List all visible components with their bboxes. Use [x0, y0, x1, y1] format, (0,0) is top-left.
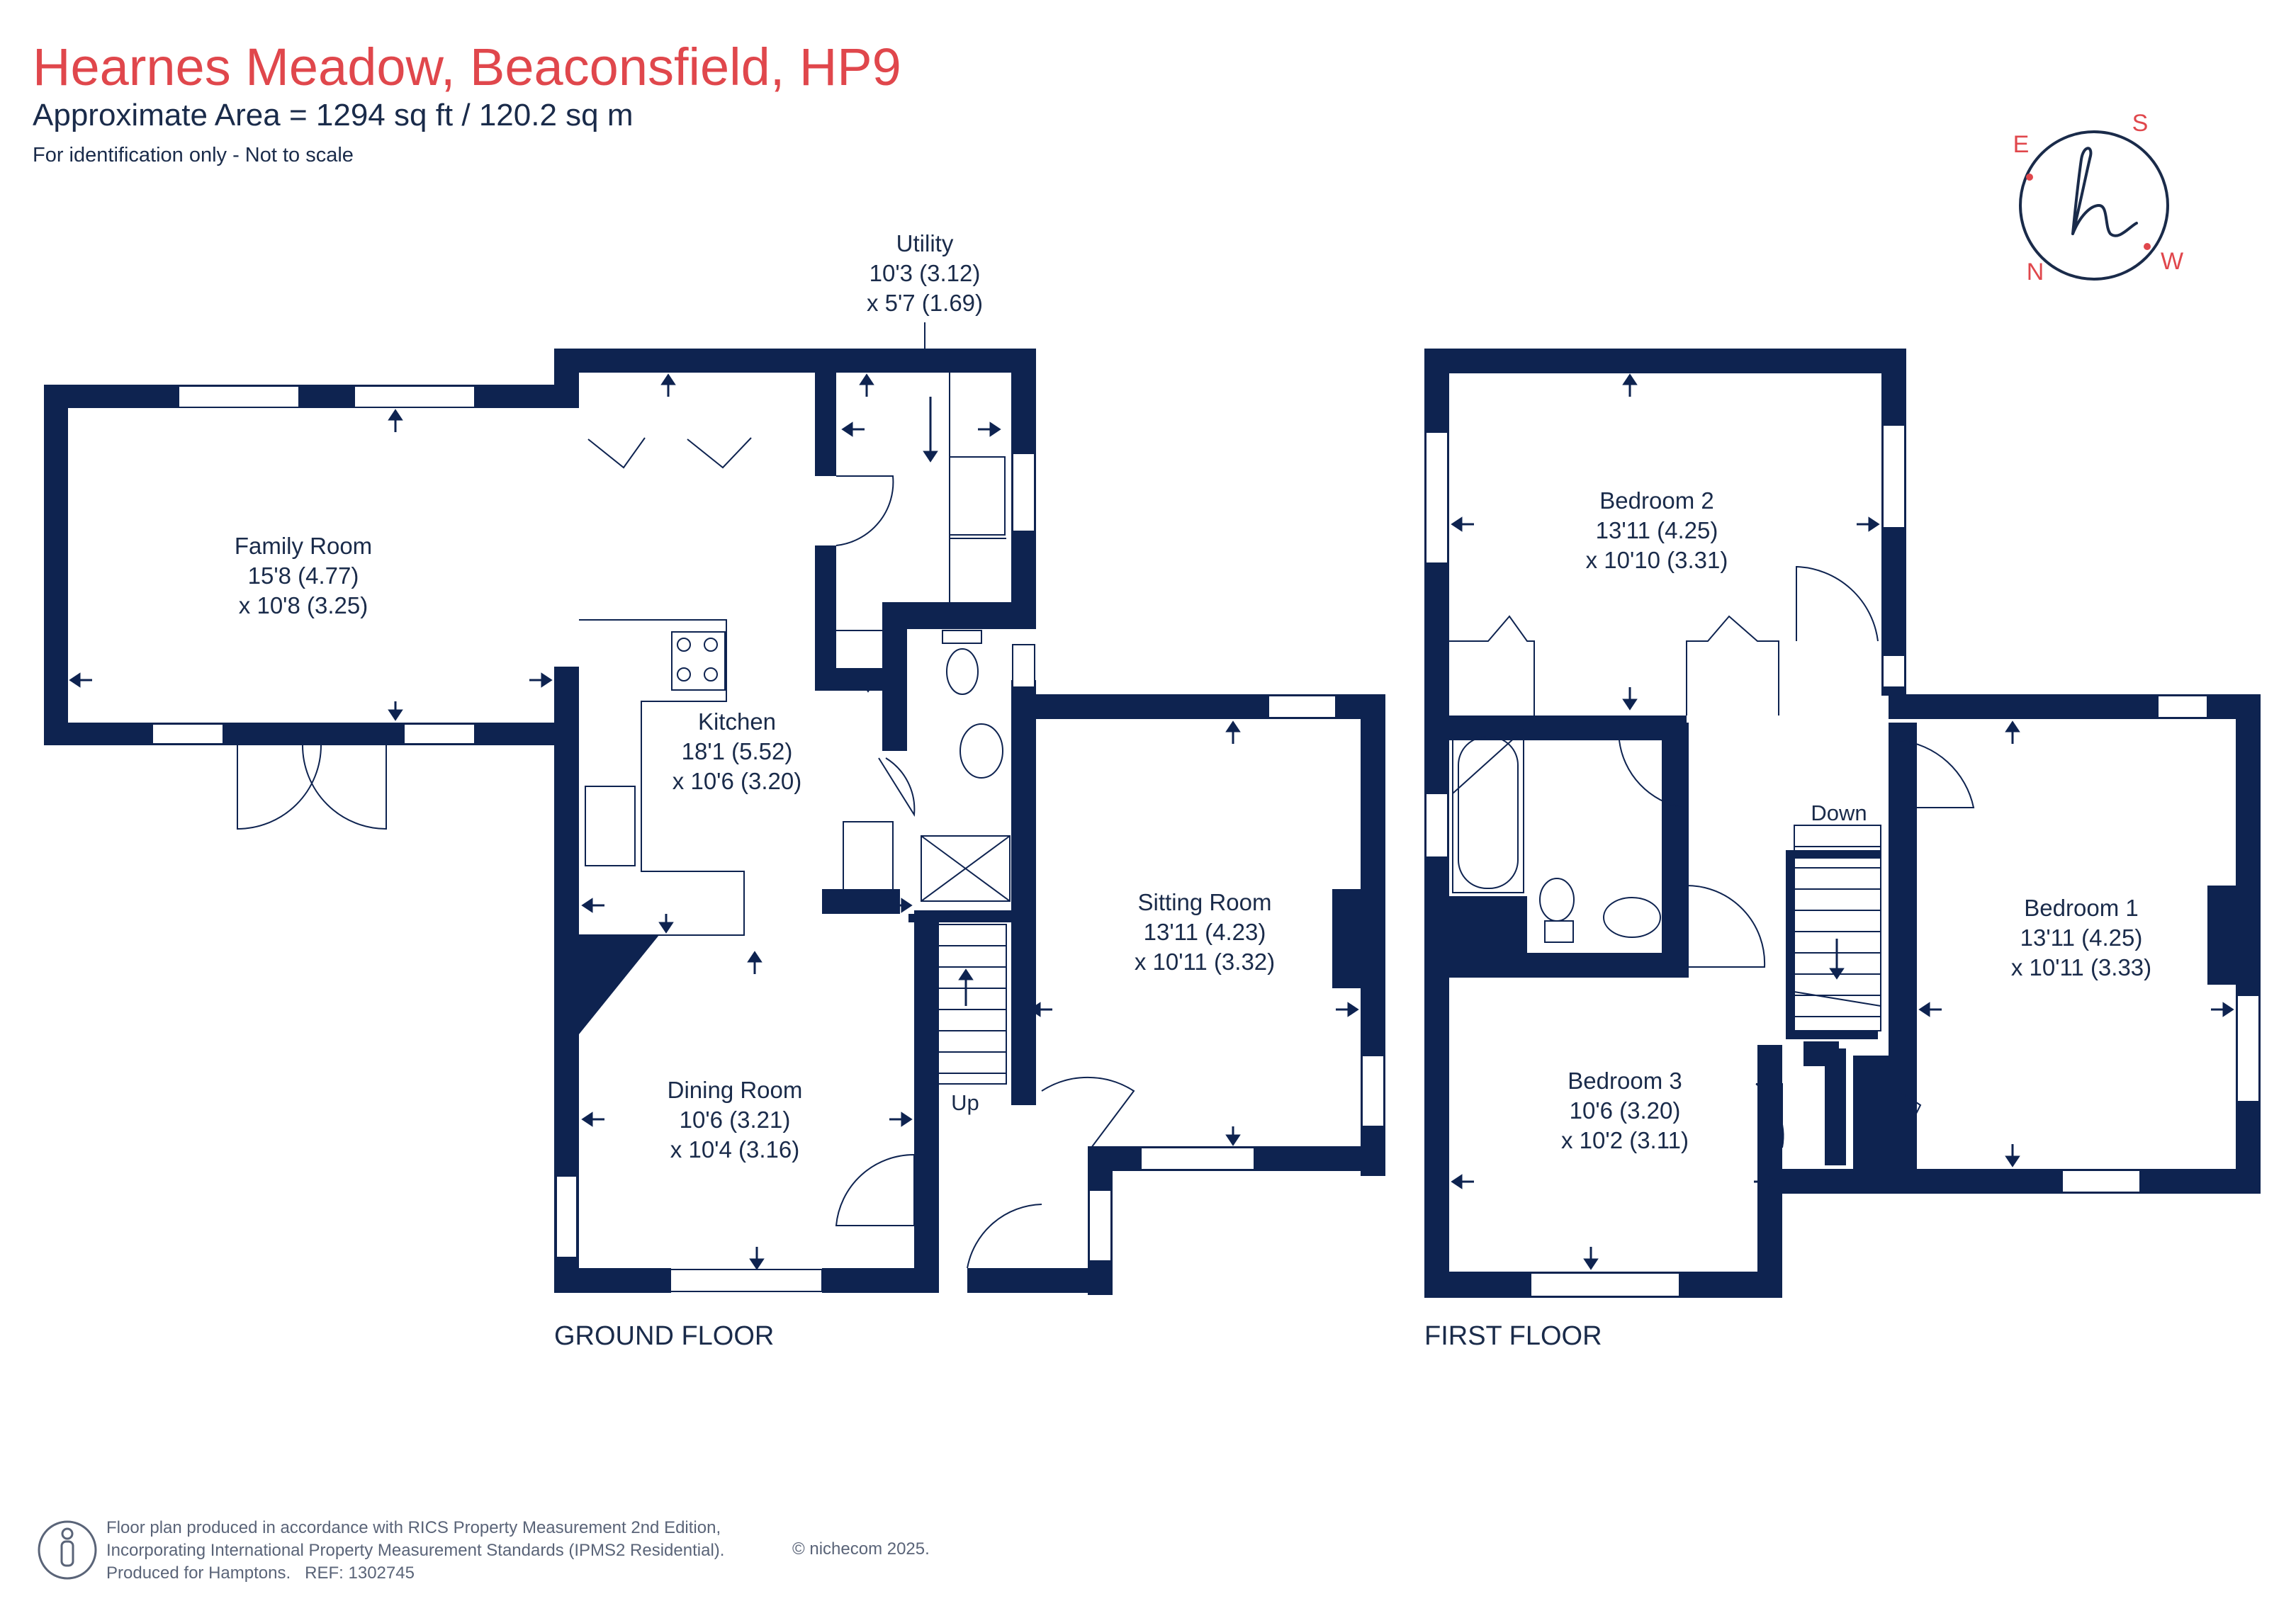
footer-disclaimer: Floor plan produced in accordance with R…: [106, 1517, 724, 1585]
bed2-name: Bedroom 2: [1599, 487, 1713, 514]
sitting-dim2: x 10'11 (3.32): [1135, 949, 1275, 975]
room-label-family: Family Room 15'8 (4.77) x 10'8 (3.25): [235, 533, 372, 618]
ground-floor-windows: [152, 385, 1385, 1292]
bed3-dim2: x 10'2 (3.11): [1561, 1127, 1689, 1153]
footer-produced-for: Produced for Hamptons.: [106, 1563, 291, 1583]
sitting-name: Sitting Room: [1138, 889, 1272, 915]
room-label-dining: Dining Room 10'6 (3.21) x 10'4 (3.16): [668, 1077, 803, 1163]
footer-line-3: Produced for Hamptons. REF: 1302745: [106, 1562, 724, 1585]
room-label-bed3: Bedroom 3 10'6 (3.20) x 10'2 (3.11): [1561, 1068, 1689, 1153]
compass-letter-n: N: [2027, 259, 2044, 285]
first-floor-label: FIRST FLOOR: [1424, 1321, 1602, 1351]
scale-note: For identification only - Not to scale: [33, 144, 354, 166]
bed2-dim2: x 10'10 (3.31): [1586, 547, 1728, 573]
dining-name: Dining Room: [668, 1077, 803, 1103]
room-label-utility: Utility 10'3 (3.12) x 5'7 (1.69): [867, 230, 983, 351]
bed2-dim1: 13'11 (4.25): [1596, 517, 1718, 543]
room-label-bed1: Bedroom 1 13'11 (4.25) x 10'11 (3.33): [2011, 895, 2151, 980]
compass-letter-w: W: [2161, 248, 2183, 275]
ground-floor-label: GROUND FLOOR: [554, 1321, 774, 1351]
family-dim1: 15'8 (4.77): [248, 562, 359, 589]
utility-dim2: x 5'7 (1.69): [867, 290, 983, 316]
compass-letter-e: E: [2013, 131, 2030, 158]
bed1-name: Bedroom 1: [2024, 895, 2138, 921]
utility-dim1: 10'3 (3.12): [870, 260, 981, 286]
footer-line-2: Incorporating International Property Mea…: [106, 1541, 725, 1560]
room-label-kitchen: Kitchen 18'1 (5.52) x 10'6 (3.20): [673, 708, 801, 794]
sitting-dim1: 13'11 (4.23): [1144, 919, 1266, 945]
bed3-name: Bedroom 3: [1568, 1068, 1682, 1094]
kitchen-dim1: 18'1 (5.52): [682, 738, 793, 764]
stairs-down-label: Down: [1811, 801, 1867, 825]
page-title: Hearnes Meadow, Beaconsfield, HP9: [33, 38, 901, 96]
compass-letter-s: S: [2132, 110, 2149, 137]
area-summary: Approximate Area = 1294 sq ft / 120.2 sq…: [33, 98, 634, 132]
footer-line-1: Floor plan produced in accordance with R…: [106, 1518, 721, 1537]
dining-dim1: 10'6 (3.21): [680, 1107, 791, 1133]
room-label-sitting: Sitting Room 13'11 (4.23) x 10'11 (3.32): [1135, 889, 1275, 975]
compass-logo: S W N E: [2013, 110, 2183, 285]
dining-dim2: x 10'4 (3.16): [670, 1136, 799, 1163]
bed1-dim1: 13'11 (4.25): [2020, 924, 2143, 951]
kitchen-name: Kitchen: [698, 708, 776, 735]
utility-name: Utility: [896, 230, 954, 256]
room-label-bed2: Bedroom 2 13'11 (4.25) x 10'10 (3.31): [1586, 487, 1728, 573]
ground-floor-fixtures: [237, 372, 1135, 1269]
copyright: © nichecom 2025.: [792, 1539, 930, 1559]
first-floor-windows: [1425, 424, 2260, 1297]
family-dim2: x 10'8 (3.25): [239, 592, 368, 618]
bed3-dim1: 10'6 (3.20): [1570, 1097, 1681, 1124]
family-name: Family Room: [235, 533, 372, 559]
bed1-dim2: x 10'11 (3.33): [2011, 954, 2151, 980]
stairs-up-label: Up: [951, 1090, 979, 1115]
kitchen-dim2: x 10'6 (3.20): [673, 768, 801, 794]
footer-ref: REF: 1302745: [305, 1563, 415, 1583]
person-icon: [38, 1520, 97, 1580]
arrow-markers: [69, 373, 2234, 1270]
